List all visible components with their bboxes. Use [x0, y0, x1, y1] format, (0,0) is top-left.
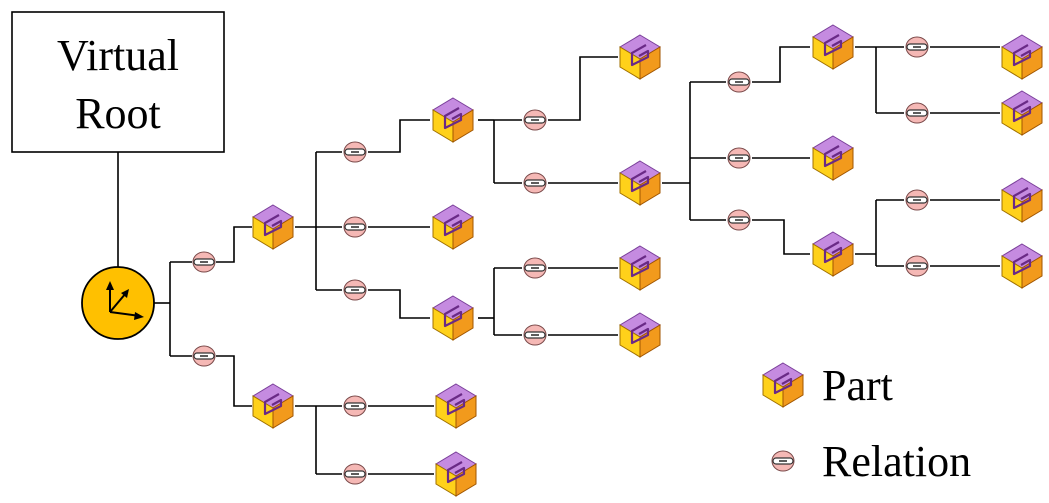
relation-icon	[343, 279, 367, 301]
part-icon	[251, 203, 295, 251]
part-icon	[811, 23, 855, 71]
root-label-line2: Root	[75, 89, 161, 138]
relation-icon	[343, 141, 367, 163]
part-icon	[811, 134, 855, 182]
virtual-root-box	[11, 11, 225, 153]
relation-icon	[905, 189, 929, 211]
part-icon	[618, 244, 662, 292]
part-icon	[251, 382, 295, 430]
part-icon	[1000, 176, 1044, 224]
relation-icon	[727, 147, 751, 169]
relation-icon	[905, 102, 929, 124]
part-icon	[434, 382, 478, 430]
legend-part-label: Part	[822, 361, 893, 410]
legend: Part Relation	[761, 361, 971, 486]
relation-icon	[523, 172, 547, 194]
tree-connectors	[154, 46, 1000, 475]
relation-icon	[192, 345, 216, 367]
part-icon	[1000, 89, 1044, 137]
relation-icon	[343, 463, 367, 485]
relation-icon	[905, 255, 929, 277]
part-icon	[1000, 242, 1044, 290]
part-icon	[811, 230, 855, 278]
part-icon	[431, 96, 475, 144]
relation-icon	[343, 216, 367, 238]
part-icon	[618, 311, 662, 359]
relation-icon	[727, 209, 751, 231]
part-icon	[434, 450, 478, 498]
relation-icon	[905, 36, 929, 58]
coordinate-axes-icon	[81, 266, 155, 340]
part-icon	[431, 294, 475, 342]
part-icon	[618, 159, 662, 207]
relation-icon	[523, 109, 547, 131]
relation-icon	[192, 251, 216, 273]
relation-icon	[523, 257, 547, 279]
legend-relation-icon	[771, 450, 795, 472]
legend-relation-label: Relation	[822, 437, 971, 486]
part-icon	[1000, 33, 1044, 81]
root-label-line1: Virtual	[57, 31, 179, 80]
relation-icon	[343, 395, 367, 417]
legend-part-icon	[761, 361, 805, 409]
part-icon	[431, 203, 475, 251]
part-icon	[618, 33, 662, 81]
relation-icon	[727, 71, 751, 93]
relation-icon	[523, 324, 547, 346]
